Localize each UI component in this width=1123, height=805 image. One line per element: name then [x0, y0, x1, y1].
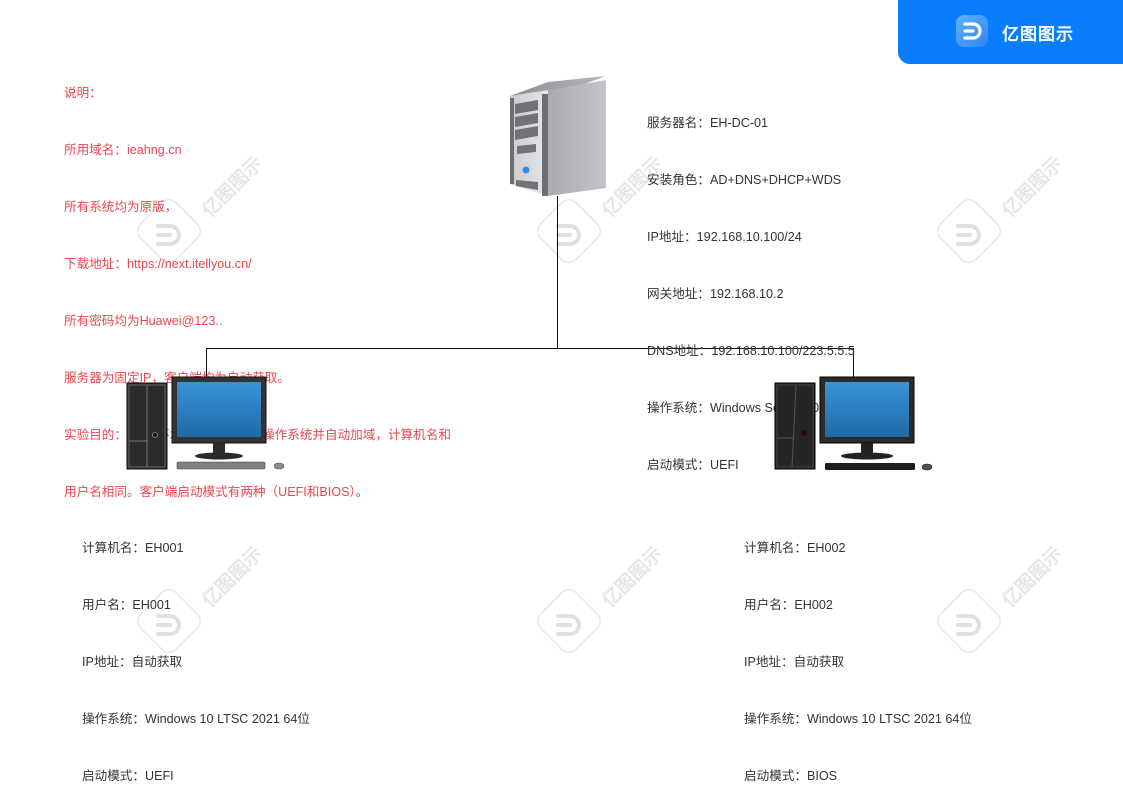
watermark: 亿图图示 — [530, 540, 667, 670]
server-roles: 安装角色：AD+DNS+DHCP+WDS — [647, 173, 842, 187]
server-tower-icon — [510, 76, 606, 196]
client-computer-name: 计算机名：EH001 — [82, 541, 184, 555]
client-boot-mode: 启动模式：UEFI — [82, 769, 174, 783]
watermark-text: 亿图图示 — [997, 542, 1060, 612]
notes-line: 所有系统均为原版， — [64, 200, 178, 214]
client-user-name: 用户名：EH002 — [744, 598, 833, 612]
client-os: 操作系统：Windows 10 LTSC 2021 64位 — [744, 712, 972, 726]
client-boot-mode: 启动模式：BIOS — [744, 769, 838, 783]
client-ip: IP地址：自动获取 — [744, 655, 845, 669]
link-client-1 — [206, 348, 207, 378]
server-node[interactable] — [508, 72, 608, 198]
client-os: 操作系统：Windows 10 LTSC 2021 64位 — [82, 712, 310, 726]
link-bus — [206, 348, 854, 349]
notes-line: 说明： — [64, 86, 102, 100]
link-client-2 — [853, 348, 854, 378]
watermark: 亿图图示 — [930, 150, 1067, 280]
edraw-watermark-icon: 亿图图示 — [537, 542, 667, 653]
client-user-name: 用户名：EH001 — [82, 598, 171, 612]
client-computer-name: 计算机名：EH002 — [744, 541, 846, 555]
desktop-pc-icon — [774, 376, 933, 471]
server-name: 服务器名：EH-DC-01 — [647, 116, 769, 130]
client-node-2[interactable] — [774, 376, 934, 472]
server-dns: DNS地址：192.168.10.100/223.5.5.5 — [647, 344, 855, 358]
server-ip: IP地址：192.168.10.100/24 — [647, 230, 802, 244]
watermark-text: 亿图图示 — [597, 542, 660, 612]
brand-badge[interactable]: 亿图图示 — [898, 0, 1123, 64]
desktop-pc-icon — [126, 376, 285, 470]
edraw-watermark-icon: 亿图图示 — [937, 152, 1067, 263]
client-ip: IP地址：自动获取 — [82, 655, 183, 669]
notes-line: 所用域名：ieahng.cn — [64, 143, 182, 157]
client-info-2: 计算机名：EH002 用户名：EH002 IP地址：自动获取 操作系统：Wind… — [744, 501, 972, 805]
edraw-logo-icon — [956, 15, 988, 47]
notes-line: 下载地址：https://next.itellyou.cn/ — [64, 257, 252, 271]
client-node-1[interactable] — [126, 376, 286, 472]
client-info-1: 计算机名：EH001 用户名：EH001 IP地址：自动获取 操作系统：Wind… — [82, 501, 310, 805]
link-server-trunk — [557, 196, 558, 349]
server-gateway: 网关地址：192.168.10.2 — [647, 287, 784, 301]
server-boot-mode: 启动模式：UEFI — [647, 458, 739, 472]
watermark-text: 亿图图示 — [997, 152, 1060, 222]
notes-line: 用户名相同。客户端启动模式有两种（UEFI和BIOS）。 — [64, 485, 369, 499]
notes-line: 所有密码均为Huawei@123.. — [64, 314, 223, 328]
brand-name: 亿图图示 — [1002, 25, 1074, 44]
